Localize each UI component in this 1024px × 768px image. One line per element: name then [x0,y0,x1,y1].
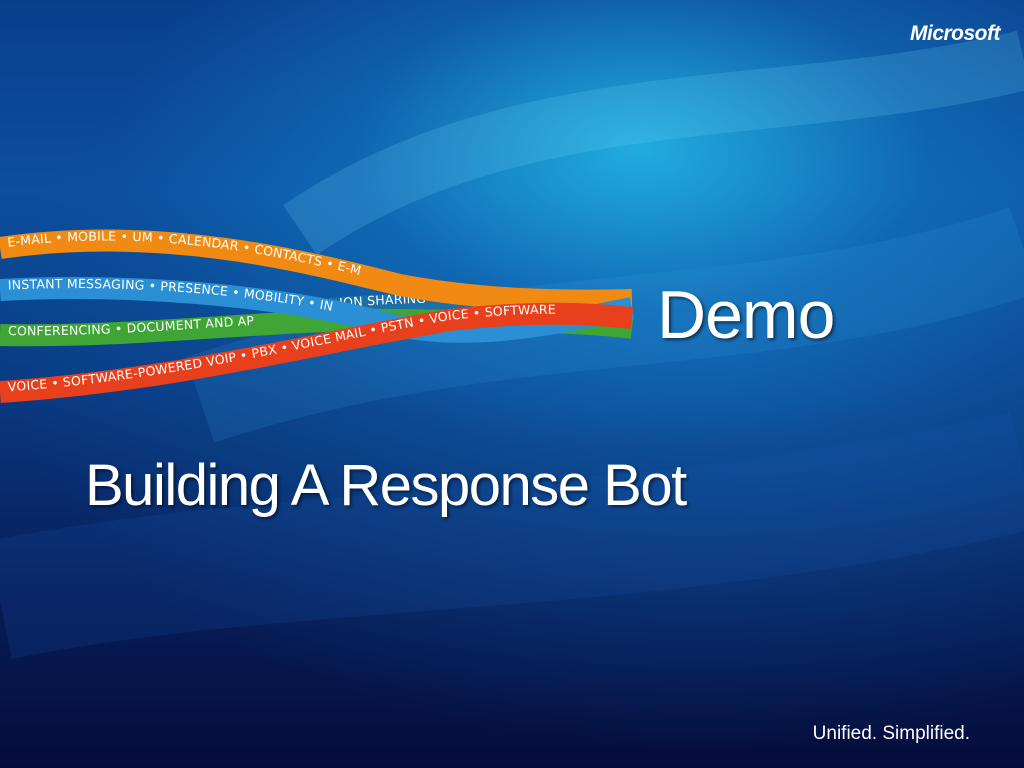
tagline: Unified. Simplified. [812,723,970,744]
microsoft-logo: Microsoft [910,22,1001,45]
slide-title: Demo [657,277,835,353]
slide-subtitle: Building A Response Bot [85,453,687,518]
